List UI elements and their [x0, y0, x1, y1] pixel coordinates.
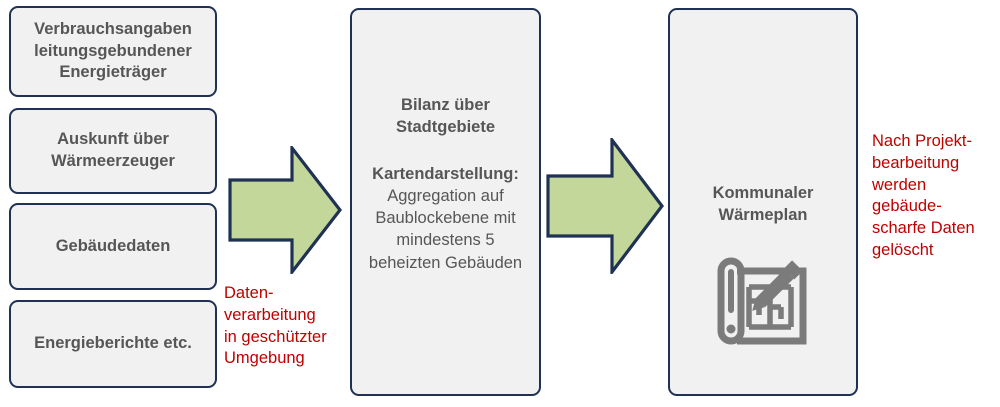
source-box-verbrauchsangaben[interactable]: Verbrauchsangaben leitungsgebundener Ene…	[9, 6, 217, 97]
note-deletion: Nach Projekt- bearbeitung werden gebäude…	[872, 132, 975, 259]
source-box-label: Auskunft über Wärmeerzeuger	[51, 130, 175, 170]
source-box-gebaeudedaten[interactable]: Gebäudedaten	[9, 203, 217, 290]
result-box-waermeplan[interactable]: Kommunaler Wärmeplan	[668, 8, 858, 396]
center-box-title: Bilanz über Stadtgebiete	[395, 96, 496, 137]
source-box-energieberichte[interactable]: Energieberichte etc.	[9, 300, 217, 388]
source-box-auskunft[interactable]: Auskunft über Wärmeerzeuger	[9, 108, 217, 194]
result-box-content: Kommunaler Wärmeplan	[670, 10, 856, 354]
source-box-label: Energieberichte etc.	[34, 334, 192, 353]
right-arrow-icon-center-to-result	[546, 135, 665, 277]
right-arrow-icon-sources-to-center	[228, 143, 343, 277]
blueprint-pencil-icon	[670, 253, 856, 354]
center-box-body: Aggregation auf Baublockebene mit mindes…	[368, 186, 523, 272]
result-box-title: Kommunaler Wärmeplan	[712, 184, 814, 225]
note-processing: Daten- verarbeitung in geschützter Umgeb…	[224, 284, 327, 368]
source-box-label: Verbrauchsangaben leitungsgebundener Ene…	[34, 19, 192, 82]
center-box-bilanz[interactable]: Bilanz über Stadtgebiete Kartendarstellu…	[350, 8, 541, 396]
source-box-label: Gebäudedaten	[55, 236, 171, 255]
center-box-content: Bilanz über Stadtgebiete Kartendarstellu…	[352, 10, 539, 274]
center-box-subheading: Kartendarstellung:	[372, 164, 519, 183]
